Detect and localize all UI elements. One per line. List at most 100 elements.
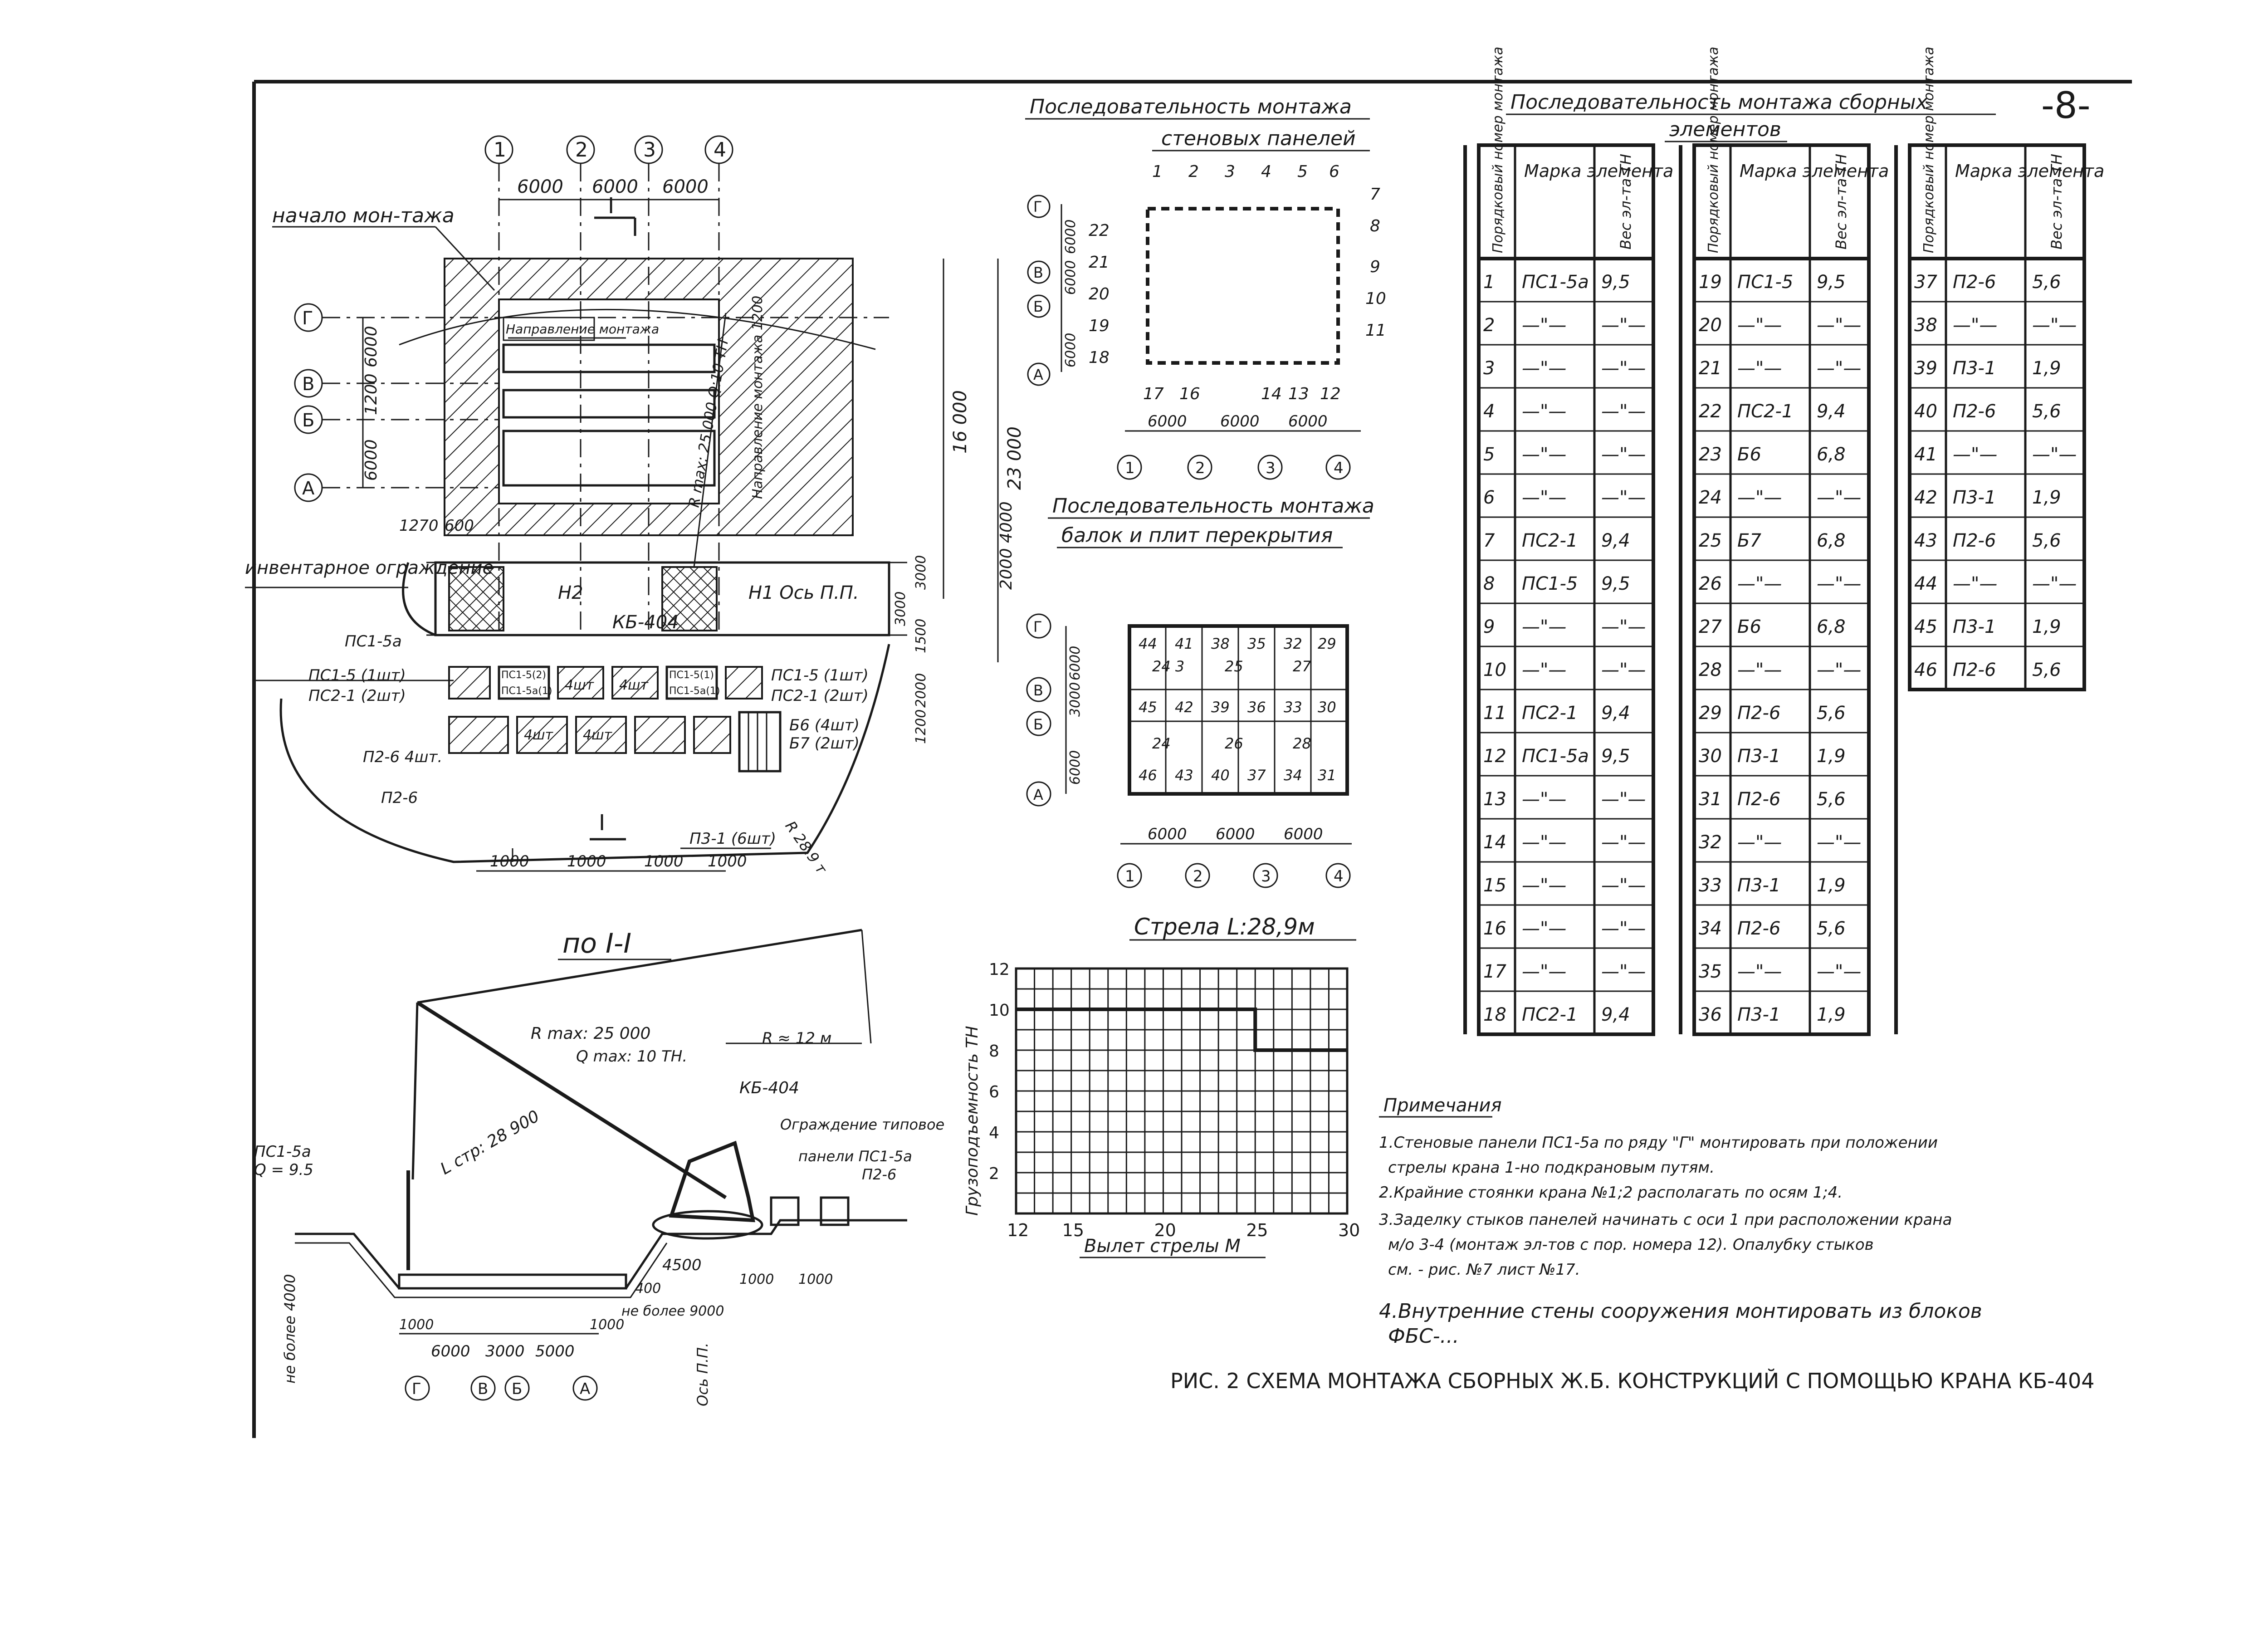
table-cell-weight: —"— [1601, 315, 1646, 336]
wall-n10: 10 [1365, 289, 1386, 308]
dim-small-5: 1200 [913, 709, 929, 744]
table-cell-order: 20 [1699, 315, 1722, 336]
plan-left-span-2: 1200 [362, 373, 381, 415]
table-cell-order: 32 [1699, 832, 1722, 853]
table-cell-weight: —"— [1817, 315, 1861, 336]
wall-n7: 7 [1370, 185, 1380, 204]
plan-axis-2: 2 [575, 138, 588, 161]
table-cell-weight: 1,9 [1817, 875, 1846, 896]
plan-bottom-dims: 1000 1000 1000 1000 [476, 852, 747, 872]
chart-grid [1015, 968, 1348, 1214]
sequence-table: Последовательность монтажа сборных элеме… [1463, 47, 2104, 1036]
note-line-2: стрелы крана 1-но подкрановым путям. [1388, 1159, 1715, 1177]
table-cell-weight: 1,9 [2032, 487, 2061, 508]
stack-p31: П3-1 (6шт) [689, 830, 776, 848]
beam-26: 26 [1225, 735, 1243, 752]
wall-n17: 17 [1143, 385, 1164, 403]
wall-n1: 1 [1152, 162, 1163, 181]
table-cell-order: 35 [1699, 961, 1722, 982]
stack-ps15-2-label: ПС1-5(2) [501, 670, 546, 681]
table-cell-order: 29 [1699, 703, 1722, 724]
chart-x-tick: 30 [1338, 1220, 1360, 1240]
table-cell-weight: 9,5 [1601, 272, 1630, 293]
table-cell-weight: —"— [1601, 444, 1646, 465]
plan-direction-label: Направление монтажа [506, 322, 659, 337]
wall-n8: 8 [1370, 217, 1380, 235]
stack-ps15a-1b-label: ПС1-5а(1) [669, 685, 720, 697]
section-rmax: R max: 25 000 [531, 1024, 650, 1043]
table-cell-mark: —"— [1953, 573, 1997, 594]
plan-axis-marks-top: 1 2 3 4 6000 6000 6000 [484, 135, 733, 635]
slab-29: 29 [1318, 635, 1336, 652]
slab-45: 45 [1139, 699, 1157, 716]
table-grid [1463, 143, 2086, 1036]
wall-n6: 6 [1329, 162, 1339, 181]
wall-n5: 5 [1297, 162, 1308, 181]
section-mark-label: I [608, 193, 614, 219]
table-cell-weight: 5,6 [1817, 918, 1846, 939]
slab-43: 43 [1175, 767, 1193, 784]
table-cell-weight: 9,5 [1601, 573, 1630, 594]
note-line-8: ФБС-... [1388, 1325, 1459, 1348]
table-cell-order: 44 [1914, 573, 1937, 594]
table-cell-order: 38 [1914, 315, 1937, 336]
table-cell-order: 42 [1914, 487, 1937, 508]
table-cell-order: 3 [1483, 358, 1495, 379]
note-line-7: 4.Внутренние стены сооружения монтироват… [1379, 1300, 1982, 1323]
wall-n14: 14 [1261, 385, 1282, 403]
chart-series-line [1016, 1008, 1347, 1052]
stack-ps15a: ПС1-5а [345, 632, 402, 651]
table-cell-mark: ПС1-5 [1737, 272, 1793, 293]
table-cell-weight: 5,6 [1817, 789, 1846, 810]
table-cell-order: 22 [1699, 401, 1722, 422]
table-cell-mark: П2-6 [1737, 789, 1780, 810]
stack-ps21-2-right: ПС2-1 (2шт) [771, 687, 869, 705]
table-cell-order: 30 [1699, 746, 1722, 767]
table-cell-mark: П3-1 [1737, 1004, 1780, 1025]
table-cell-weight: —"— [1601, 358, 1646, 379]
stack-p26-4sht: П2-6 4шт. [363, 748, 442, 766]
table-cell-order: 28 [1699, 660, 1722, 680]
table-cell-mark: —"— [1522, 961, 1566, 982]
table-cell-weight: —"— [1601, 789, 1646, 810]
dim-small-4: 2000 [913, 673, 929, 708]
table-cell-order: 26 [1699, 573, 1722, 594]
page-number: -8- [2041, 84, 2091, 127]
slab-axis-a: А [1033, 786, 1043, 803]
table-cell-mark: П2-6 [1953, 530, 1996, 551]
table-cell-weight: —"— [1817, 487, 1861, 508]
table-cell-mark: —"— [1522, 660, 1566, 680]
plan-axis-4: 4 [714, 138, 726, 161]
notes-heading: Примечания [1383, 1095, 1502, 1116]
dim-1270: 1270 [399, 517, 439, 535]
table-cell-weight: —"— [1601, 832, 1646, 853]
plan-axis-a: А [302, 478, 315, 499]
section-notmore: не более 4000 [281, 1274, 298, 1384]
chart-y-tick: 4 [989, 1124, 999, 1142]
wall-axis-v: В [1033, 264, 1043, 281]
table-cell-mark: ПС2-1 [1737, 401, 1793, 422]
slab-axis-3: 3 [1261, 867, 1271, 885]
table-cell-order: 27 [1699, 616, 1722, 637]
chart-y-tick: 6 [989, 1083, 999, 1101]
section-d1000e: 1000 [399, 1317, 434, 1333]
table-cell-weight: —"— [1601, 918, 1646, 939]
wall-span-l1: 6000 [1063, 220, 1079, 254]
table-cell-order: 8 [1483, 573, 1495, 594]
section-panel: панели ПС1-5а [798, 1148, 912, 1165]
wall-axes: Г В Б А 6000 6000 6000 6000 6000 6000 1 … [1027, 195, 1361, 480]
beam-25: 25 [1225, 658, 1243, 675]
table-cell-mark: —"— [1737, 315, 1782, 336]
table-cell-weight: —"— [1601, 660, 1646, 680]
table-cell-mark: —"— [1737, 487, 1782, 508]
table-cell-weight: —"— [1601, 487, 1646, 508]
table-cell-weight: 6,8 [1817, 444, 1846, 465]
table-cell-weight: —"— [1601, 961, 1646, 982]
stack-ps15-1: ПС1-5 (1шт) [308, 666, 406, 685]
table-cell-mark: П2-6 [1953, 401, 1996, 422]
table-cell-mark: —"— [1737, 660, 1782, 680]
slab-axis-4: 4 [1334, 867, 1344, 885]
slab-span-b3: 6000 [1284, 825, 1323, 843]
chart-y-tick: 12 [989, 960, 1010, 979]
